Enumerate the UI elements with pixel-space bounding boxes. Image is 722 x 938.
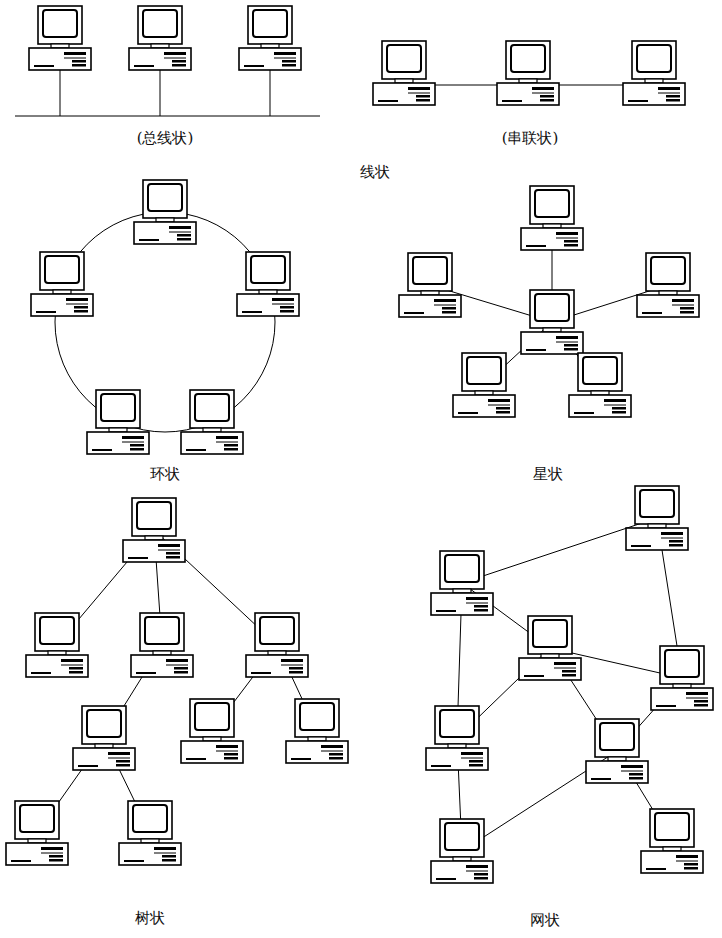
topology-caption: (总线状)	[137, 129, 194, 147]
computer-icon	[237, 252, 299, 316]
computer-icon	[651, 646, 713, 710]
computer-icon	[431, 819, 493, 883]
computer-icon	[119, 801, 181, 865]
computer-icon	[29, 6, 91, 70]
bus-drop	[270, 70, 271, 116]
computer-icon	[521, 290, 583, 354]
computer-icon	[87, 390, 149, 454]
computer-icon	[239, 6, 301, 70]
bus-drop	[160, 70, 161, 116]
computer-icon	[181, 699, 243, 763]
computer-icon	[569, 353, 631, 417]
topology-caption: 树状	[135, 909, 165, 927]
computers	[6, 6, 713, 883]
computer-icon	[123, 498, 185, 562]
computer-icon	[131, 613, 193, 677]
computer-icon	[626, 486, 688, 550]
computer-icon	[399, 253, 461, 317]
computer-icon	[586, 719, 648, 783]
computer-icon	[73, 706, 135, 770]
computer-icon	[31, 252, 93, 316]
computer-icon	[431, 551, 493, 615]
computer-icon	[637, 253, 699, 317]
ring-line	[55, 212, 275, 432]
topology-caption: 网状	[530, 911, 560, 929]
computer-icon	[286, 699, 348, 763]
computer-icon	[26, 613, 88, 677]
computer-icon	[623, 41, 685, 105]
computer-icon	[497, 41, 559, 105]
network-links	[15, 70, 682, 851]
computer-icon	[453, 353, 515, 417]
computer-icon	[129, 6, 191, 70]
computer-icon	[519, 616, 581, 680]
computer-icon	[134, 180, 196, 244]
computer-icon	[373, 41, 435, 105]
computer-icon	[426, 706, 488, 770]
computer-icon	[246, 613, 308, 677]
computer-icon	[521, 186, 583, 250]
topology-caption: 环状	[150, 465, 180, 483]
computer-icon	[641, 809, 703, 873]
computer-icon	[6, 801, 68, 865]
bus-line	[15, 116, 320, 117]
group-caption: 线状	[360, 163, 390, 181]
topology-caption: (串联状)	[502, 129, 559, 147]
computer-icon	[181, 390, 243, 454]
topology-caption: 星状	[533, 465, 563, 483]
bus-drop	[60, 70, 61, 116]
